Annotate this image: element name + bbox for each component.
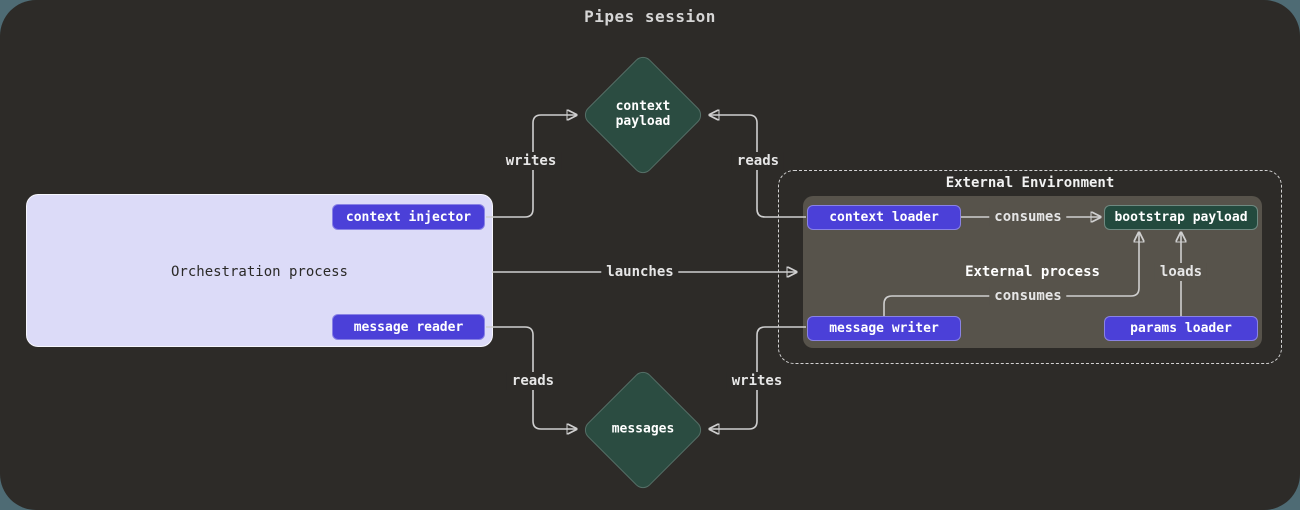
diagram-title: Pipes session	[584, 7, 716, 26]
external-environment-box	[778, 170, 1282, 364]
params-loader-node: params loader	[1104, 316, 1258, 341]
edge-label-reads-bottom: reads	[506, 372, 560, 390]
edge-label-reads-top: reads	[731, 152, 785, 170]
message-reader-node: message reader	[332, 314, 485, 340]
context-payload-diamond: context payload	[580, 52, 706, 178]
edge-label-loads: loads	[1154, 263, 1208, 281]
edge-label-writes-bottom: writes	[726, 372, 788, 390]
edge-label-consumes-top: consumes	[989, 208, 1067, 226]
context-injector-node: context injector	[332, 204, 485, 230]
edge-label-consumes-bottom: consumes	[989, 287, 1067, 305]
bootstrap-payload-node: bootstrap payload	[1104, 205, 1258, 230]
edge-label-writes-top: writes	[500, 152, 562, 170]
context-loader-node: context loader	[807, 205, 961, 230]
edge-label-launches: launches	[601, 263, 679, 281]
orchestration-process-label: Orchestration process	[170, 264, 348, 280]
messages-diamond: messages	[580, 367, 706, 493]
external-environment-label: External Environment	[945, 175, 1115, 191]
messages-label: messages	[611, 421, 675, 437]
context-payload-label: context payload	[615, 99, 671, 129]
message-writer-node: message writer	[807, 316, 961, 341]
